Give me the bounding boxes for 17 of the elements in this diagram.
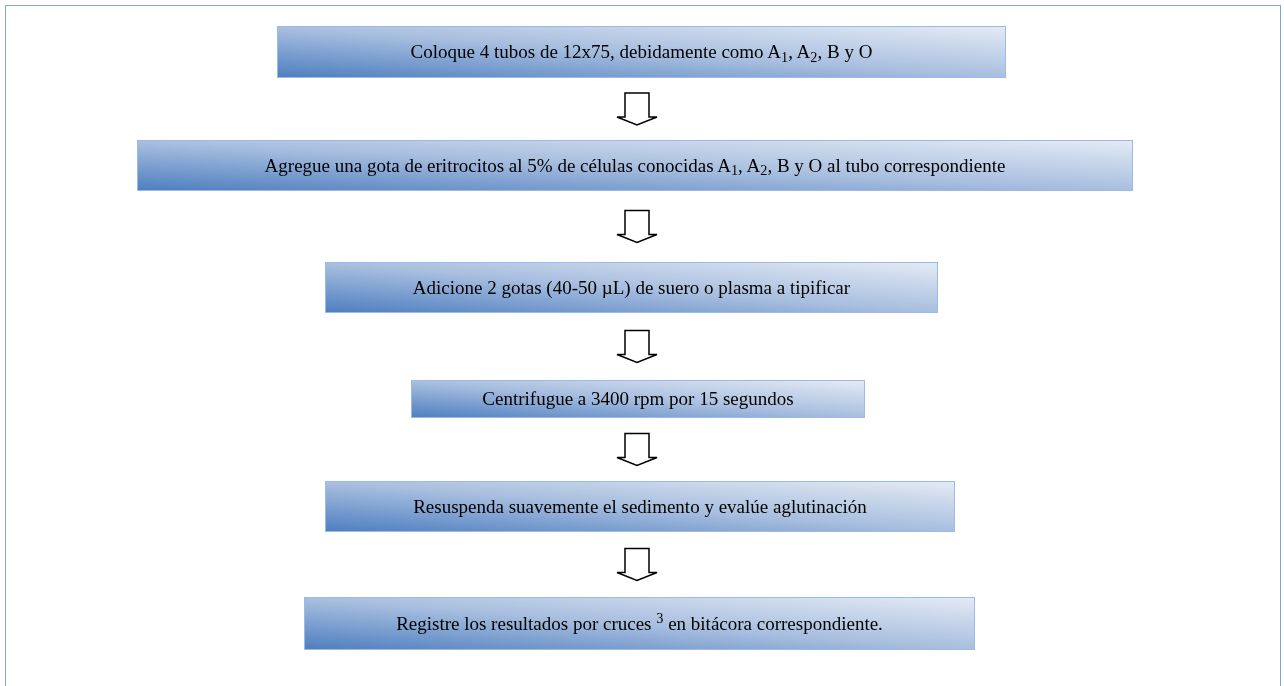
hollow-arrow bbox=[616, 547, 658, 582]
process-box bbox=[325, 481, 955, 532]
process-box bbox=[325, 262, 938, 313]
process-box bbox=[277, 26, 1006, 78]
process-box bbox=[304, 597, 975, 650]
step-text: Agregue una gota de eritrocitos al 5% de células conocidas A$_{1}$, A$_{2}$, B y O al tubo correspondiente bbox=[264, 153, 1006, 178]
step-text: Resuspenda suavemente el sedimento y evalúe aglutinación bbox=[413, 494, 867, 519]
process-box bbox=[137, 140, 1133, 191]
hollow-arrow bbox=[616, 92, 658, 126]
hollow-arrow bbox=[616, 329, 658, 364]
step-text: Centrifugue a 3400 rpm por 15 segundos bbox=[482, 387, 794, 411]
process-box bbox=[411, 380, 865, 418]
hollow-arrow bbox=[616, 432, 658, 467]
step-text: Adicione 2 gotas (40-50 µL) de suero o plasma a tipificar bbox=[412, 275, 851, 300]
step-text: Coloque 4 tubos de 12x75, debidamente como A$_{1}$, A$_{2}$, B y O bbox=[410, 40, 873, 64]
hollow-arrow bbox=[616, 209, 658, 244]
step-text: Registre los resultados por cruces $^{3}$ en bitácora correspondiente. bbox=[396, 611, 883, 636]
